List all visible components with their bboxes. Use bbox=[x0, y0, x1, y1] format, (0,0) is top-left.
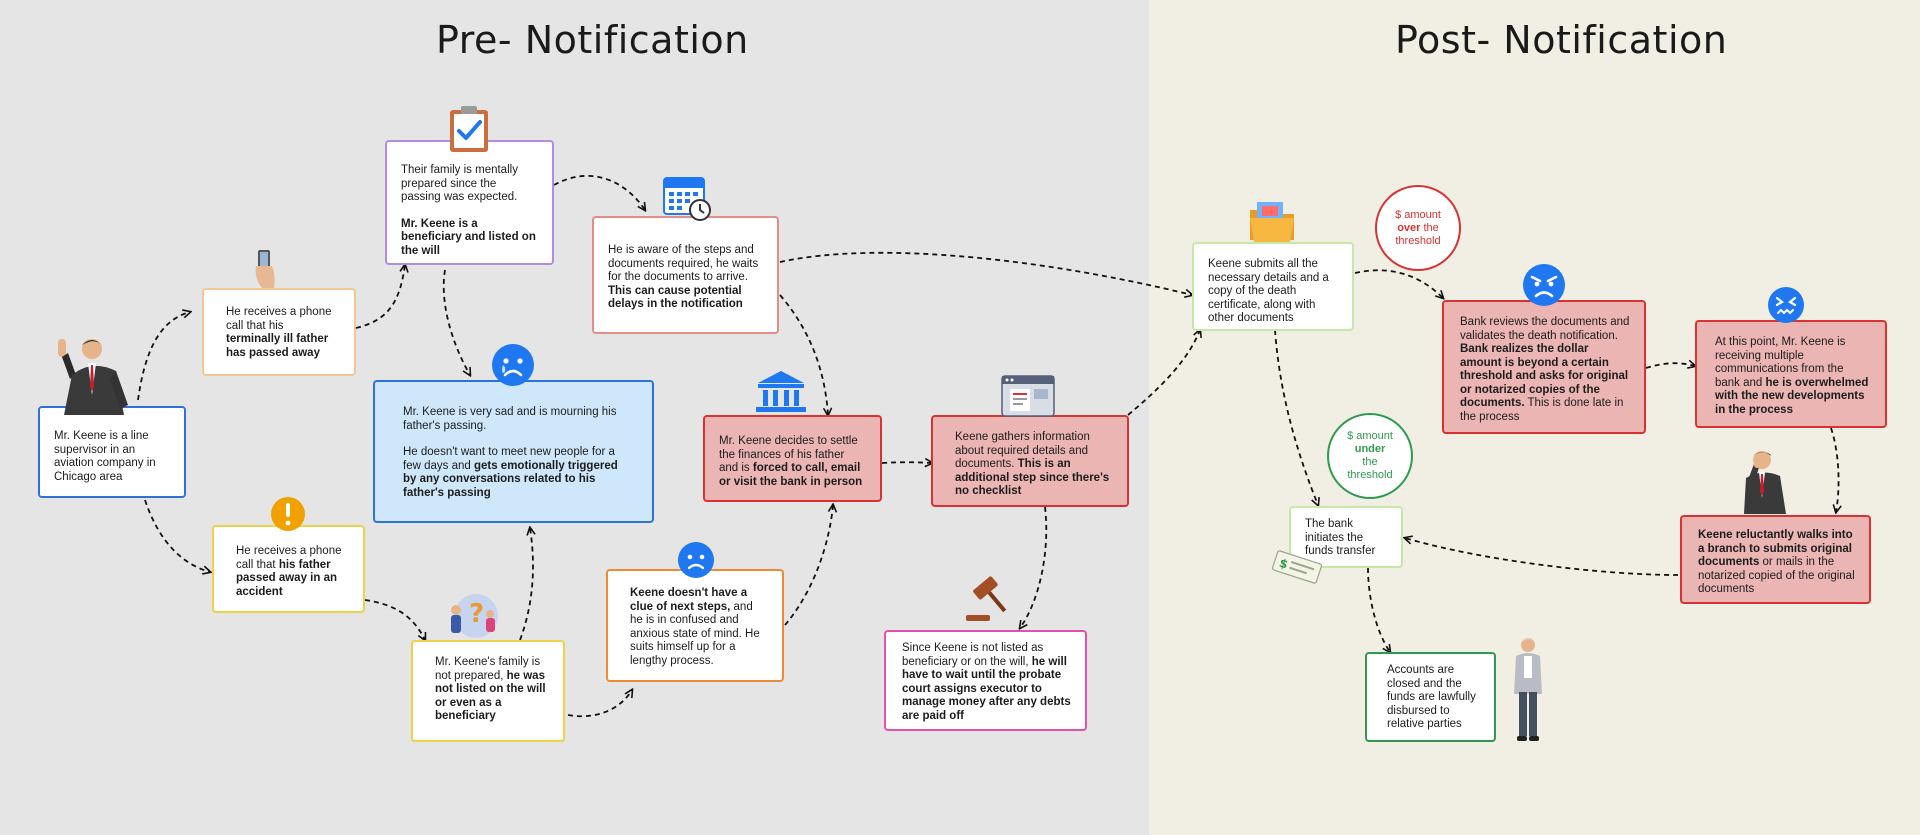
pre-notification-title: Pre- Notification bbox=[436, 18, 749, 62]
card-transfer: The bank initiates the funds transfer bbox=[1289, 506, 1403, 568]
card-submits: Keene submits all the necessary details … bbox=[1192, 242, 1354, 331]
card-no-clue: Keene doesn't have a clue of next steps,… bbox=[606, 569, 784, 682]
card-intro: Mr. Keene is a line supervisor in an avi… bbox=[38, 406, 186, 498]
svg-text:?: ? bbox=[469, 599, 484, 629]
gavel-icon bbox=[966, 576, 1007, 621]
card-prepared: Their family is mentally prepared since … bbox=[385, 140, 554, 265]
phone-icon bbox=[255, 250, 275, 288]
person-facepalm-icon bbox=[1744, 451, 1786, 514]
check-payment-icon: $ bbox=[1271, 550, 1323, 584]
person-waving-icon bbox=[58, 339, 128, 415]
folder-icon bbox=[1250, 202, 1294, 242]
card-call-ill: He receives a phone call that his termin… bbox=[202, 288, 356, 376]
card-aware: He is aware of the steps and documents r… bbox=[592, 216, 779, 334]
warning-icon bbox=[271, 497, 305, 531]
svg-text:$: $ bbox=[1277, 556, 1289, 572]
card-branch: Keene reluctantly walks into a branch to… bbox=[1680, 515, 1871, 604]
sad-face-icon bbox=[492, 344, 534, 386]
threshold-under-circle: $ amount under the threshold bbox=[1327, 413, 1413, 499]
card-settle: Mr. Keene decides to settle the finances… bbox=[703, 415, 882, 502]
threshold-over-circle: $ amount over the threshold bbox=[1375, 185, 1461, 271]
post-notification-title: Post- Notification bbox=[1395, 18, 1728, 62]
clipboard-check-icon bbox=[450, 106, 488, 152]
calendar-clock-icon bbox=[663, 177, 711, 221]
card-bank-reviews: Bank reviews the documents and validates… bbox=[1442, 300, 1646, 434]
card-closed: Accounts are closed and the funds are la… bbox=[1365, 652, 1496, 742]
card-overwhelmed: At this point, Mr. Keene is receiving mu… bbox=[1695, 320, 1887, 428]
angry-face-icon bbox=[1523, 264, 1565, 306]
card-not-prepared: Mr. Keene's family is not prepared, he w… bbox=[411, 640, 565, 742]
browser-document-icon bbox=[1001, 375, 1055, 417]
card-probate: Since Keene is not listed as beneficiary… bbox=[884, 630, 1087, 731]
family-question-icon: ? bbox=[451, 594, 498, 638]
stressed-face-icon bbox=[1768, 287, 1804, 323]
worried-face-icon bbox=[678, 542, 714, 578]
card-gathers: Keene gathers information about required… bbox=[931, 415, 1129, 507]
person-standing-icon bbox=[1514, 638, 1542, 741]
card-call-accident: He receives a phone call that his father… bbox=[212, 525, 365, 613]
bank-icon bbox=[756, 371, 806, 412]
card-sad: Mr. Keene is very sad and is mourning hi… bbox=[373, 380, 654, 523]
